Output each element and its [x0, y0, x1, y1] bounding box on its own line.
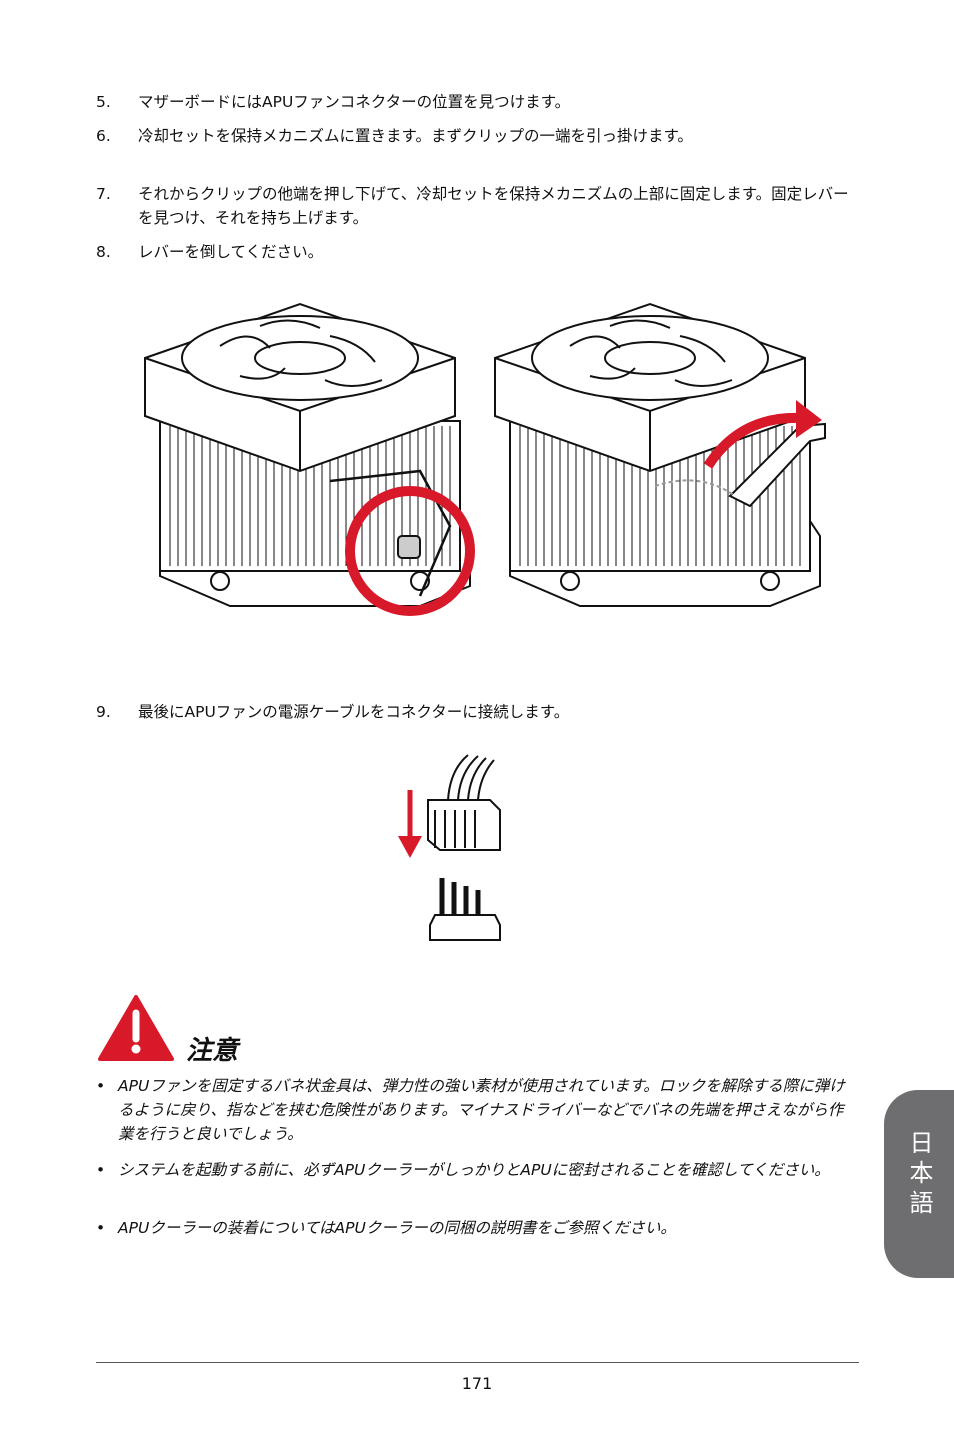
- step-text: それからクリップの他端を押し下げて、冷却セットを保持メカニズムの上部に固定します…: [138, 185, 849, 227]
- bullet-text: システムを起動する前に、必ずAPUクーラーがしっかりとAPUに密封されることを確…: [118, 1161, 830, 1179]
- step-8: 8. レバーを倒してください。: [96, 240, 856, 264]
- step-text: 冷却セットを保持メカニズムに置きます。まずクリップの一端を引っ掛けます。: [138, 127, 693, 145]
- caution-bullet: • APUファンを固定するバネ状金具は、弾力性の強い素材が使用されています。ロッ…: [96, 1074, 850, 1146]
- fan-connector-figure: [398, 754, 501, 941]
- highlight-circle: [345, 486, 475, 616]
- rotate-arrow-icon: [703, 412, 801, 469]
- step-7: 7. それからクリップの他端を押し下げて、冷却セットを保持メカニズムの上部に固定…: [96, 182, 856, 230]
- step-number: 6.: [96, 127, 111, 145]
- bullet-dot: •: [96, 1161, 106, 1179]
- step-number: 8.: [96, 243, 111, 261]
- step-6: 6. 冷却セットを保持メカニズムに置きます。まずクリップの一端を引っ掛けます。: [96, 124, 856, 148]
- cooler-left: [144, 302, 471, 607]
- step-number: 7.: [96, 185, 111, 203]
- language-tab-label: 日本語: [905, 1130, 933, 1220]
- step-9: 9. 最後にAPUファンの電源ケーブルをコネクターに接続します。: [96, 700, 856, 724]
- step-text: マザーボードにはAPUファンコネクターの位置を見つけます。: [138, 93, 571, 111]
- caution-bullet: • システムを起動する前に、必ずAPUクーラーがしっかりとAPUに密封されること…: [96, 1158, 850, 1182]
- language-tab: 日本語: [884, 1090, 954, 1278]
- warning-triangle-icon: [98, 995, 174, 1061]
- step-text: レバーを倒してください。: [138, 243, 324, 261]
- bullet-text: APUファンを固定するバネ状金具は、弾力性の強い素材が使用されています。ロックを…: [118, 1077, 845, 1143]
- footer-rule: [96, 1362, 859, 1363]
- bullet-dot: •: [96, 1219, 106, 1237]
- caution-bullet: • APUクーラーの装着についてはAPUクーラーの同梱の説明書をご参照ください。: [96, 1216, 850, 1240]
- cooler-right: [494, 302, 826, 607]
- rotate-arrow-head-icon: [796, 400, 822, 438]
- step-number: 9.: [96, 703, 111, 721]
- cooler-installation-figure: [144, 302, 826, 616]
- page-number: 171: [461, 1374, 493, 1393]
- down-arrow-head-icon: [398, 836, 422, 858]
- step-5: 5. マザーボードにはAPUファンコネクターの位置を見つけます。: [96, 90, 856, 114]
- bullet-text: APUクーラーの装着についてはAPUクーラーの同梱の説明書をご参照ください。: [118, 1219, 676, 1237]
- bullet-dot: •: [96, 1077, 106, 1095]
- step-text: 最後にAPUファンの電源ケーブルをコネクターに接続します。: [138, 703, 570, 721]
- caution-title: 注意: [186, 1036, 239, 1066]
- step-number: 5.: [96, 93, 111, 111]
